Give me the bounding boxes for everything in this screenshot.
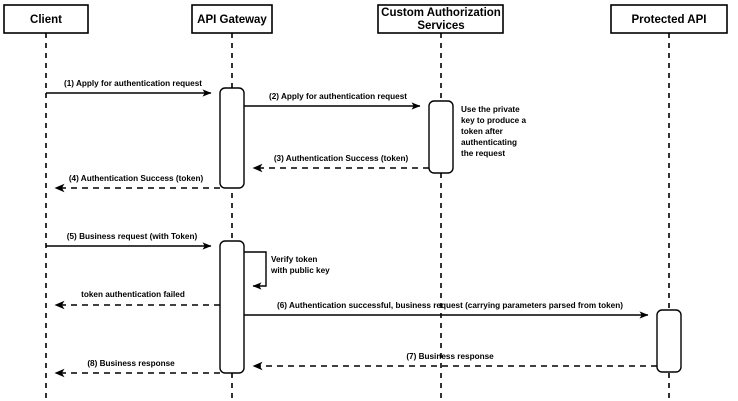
note-private-key-line-3: token after <box>461 127 504 136</box>
message-3-label: (3) Authentication Success (token) <box>274 154 409 163</box>
message-6-label: (6) Authentication successful, business … <box>277 301 623 310</box>
message-self-verify-token-label-line2: with public key <box>270 266 330 275</box>
activation-api-gateway-auth <box>219 87 245 189</box>
message-2-label: (2) Apply for authentication request <box>269 92 407 101</box>
participant-protected-api[interactable]: Protected API <box>610 4 728 34</box>
message-4-authentication-success-token[interactable]: (4) Authentication Success (token) <box>54 174 220 193</box>
message-4-label: (4) Authentication Success (token) <box>69 174 204 183</box>
activation-protected-api <box>656 309 682 373</box>
message-1-apply-for-authentication-request[interactable]: (1) Apply for authentication request <box>46 79 212 97</box>
message-1-label: (1) Apply for authentication request <box>64 79 202 88</box>
message-self-verify-token-arrow <box>244 251 267 290</box>
activation-api-gateway-business <box>219 240 245 374</box>
participant-custom-authorization-services[interactable]: Custom Authorization Services <box>377 4 504 34</box>
note-private-key: Use the private key to produce a token a… <box>461 105 527 158</box>
message-self-verify-token[interactable]: Verify token with public key <box>244 251 330 290</box>
message-5-business-request-with-token[interactable]: (5) Business request (with Token) <box>46 232 212 250</box>
activation-custom-authorization-services <box>428 100 454 174</box>
participant-label-custom-authorization-services-line1: Custom Authorization <box>381 7 501 19</box>
participant-box-api-gateway[interactable] <box>191 4 273 34</box>
message-8-business-response[interactable]: (8) Business response <box>54 359 220 378</box>
participant-label-api-gateway: API Gateway <box>197 14 267 26</box>
message-token-authentication-failed-label: token authentication failed <box>81 290 185 299</box>
note-private-key-line-4: authenticating <box>461 138 517 147</box>
participant-box-client[interactable] <box>3 4 89 34</box>
message-8-label: (8) Business response <box>87 359 175 368</box>
participant-label-protected-api: Protected API <box>632 14 707 26</box>
participant-client[interactable]: Client <box>3 4 89 34</box>
activations-group <box>219 87 682 374</box>
participant-label-client: Client <box>30 14 62 26</box>
message-7-business-response[interactable]: (7) Business response <box>252 352 657 371</box>
participant-box-protected-api[interactable] <box>610 4 728 34</box>
participant-api-gateway[interactable]: API Gateway <box>191 4 273 34</box>
message-5-label: (5) Business request (with Token) <box>67 232 198 241</box>
note-private-key-line-5: the request <box>461 149 505 158</box>
message-2-apply-for-authentication-request[interactable]: (2) Apply for authentication request <box>244 92 421 110</box>
message-3-authentication-success-token[interactable]: (3) Authentication Success (token) <box>252 154 429 173</box>
message-self-verify-token-label-line1: Verify token <box>271 255 317 264</box>
note-private-key-line-2: key to produce a <box>461 116 527 125</box>
message-6-authentication-successful-business-request[interactable]: (6) Authentication successful, business … <box>244 301 649 319</box>
participant-box-custom-authorization-services[interactable] <box>377 4 504 34</box>
message-7-label: (7) Business response <box>406 352 494 361</box>
message-token-authentication-failed[interactable]: token authentication failed <box>54 290 220 310</box>
participant-label-custom-authorization-services-line2: Services <box>417 20 464 32</box>
note-private-key-line-1: Use the private <box>461 105 520 114</box>
